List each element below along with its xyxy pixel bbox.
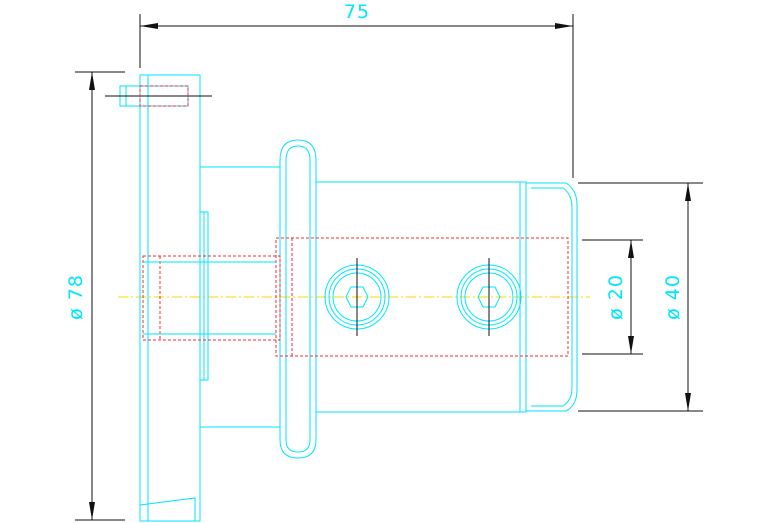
collar	[279, 139, 317, 459]
flange-diameter-label: ø 78	[65, 274, 87, 320]
hub	[200, 166, 280, 428]
end-cap	[525, 182, 578, 412]
length-label: 75	[344, 1, 370, 23]
flange-diameter-dimension: ø 78	[65, 71, 125, 521]
set-screw-1	[324, 258, 390, 336]
body-diameter-label: ø 40	[662, 274, 684, 320]
set-screw-2	[456, 258, 522, 336]
hidden-bore	[142, 237, 569, 357]
length-dimension: 75	[139, 1, 574, 178]
bore-diameter-dimension: ø 20	[582, 239, 643, 355]
bore-diameter-label: ø 20	[605, 274, 627, 320]
flange	[105, 74, 212, 522]
body-diameter-dimension: ø 40	[578, 182, 703, 412]
